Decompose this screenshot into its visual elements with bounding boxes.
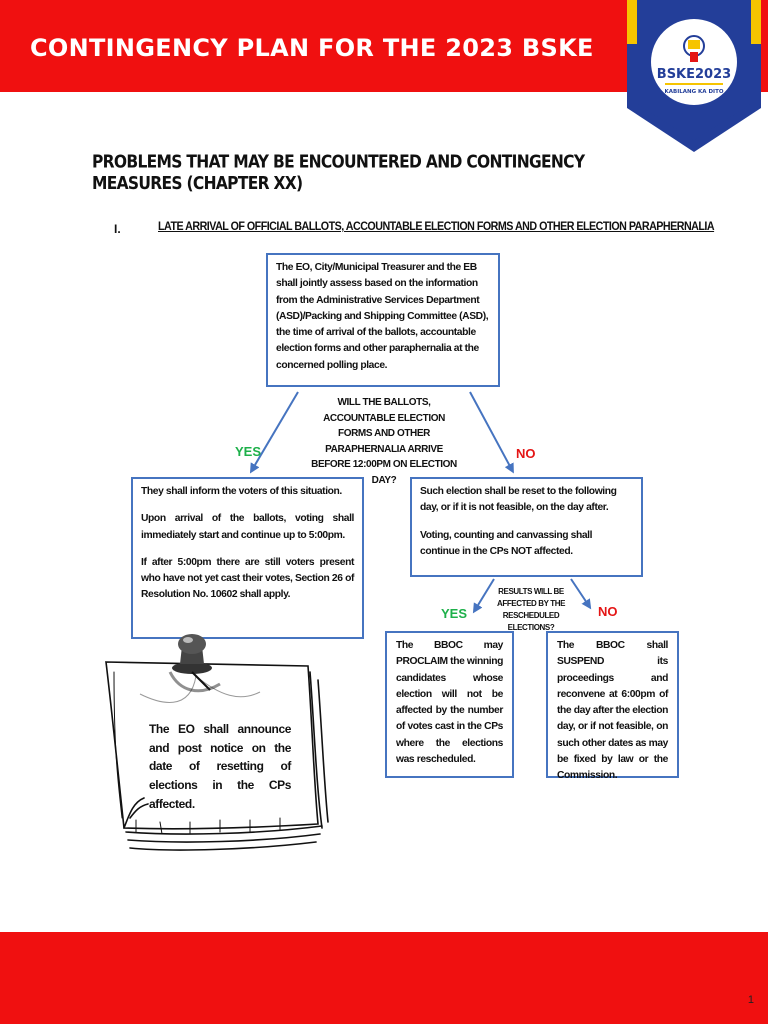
question-arrival: WILL THE BALLOTS, ACCOUNTABLE ELECTION F… xyxy=(311,397,457,486)
badge-tagline: KABILANG KA DITO xyxy=(664,89,723,95)
footer-band xyxy=(0,932,768,1024)
section-title: PROBLEMS THAT MAY BE ENCOUNTERED AND CON… xyxy=(92,152,585,194)
badge-text: BSKE2023 xyxy=(657,67,731,82)
page-number: 1 xyxy=(747,994,754,1006)
bske-badge-logo: BSKE2023 KABILANG KA DITO xyxy=(627,0,761,152)
assessment-box: The EO, City/Municipal Treasurer and the… xyxy=(266,253,500,387)
item-number: I. xyxy=(114,222,121,236)
no-outcome-box: Such election shall be reset to the foll… xyxy=(410,477,643,577)
no-label: NO xyxy=(516,446,536,461)
item-title: LATE ARRIVAL OF OFFICIAL BALLOTS, ACCOUN… xyxy=(158,221,715,233)
header-title: CONTINGENCY PLAN FOR THE 2023 BSKE xyxy=(30,34,594,62)
no2-label: NO xyxy=(598,604,618,619)
suspend-box: The BBOC shall SUSPEND its proceedings a… xyxy=(546,631,679,781)
pinned-note-illustration xyxy=(105,634,329,851)
arrow-top-to-no xyxy=(469,391,514,474)
question-results: RESULTS WILL BE AFFECTED BY THE RESCHEDU… xyxy=(496,587,566,632)
proclaim-box: The BBOC may PROCLAIM the winning candid… xyxy=(385,631,514,778)
yes-outcome-box: They shall inform the voters of this sit… xyxy=(131,477,364,639)
note-text: The EO shall announce and post notice on… xyxy=(149,722,291,811)
yes2-label: YES xyxy=(441,606,468,621)
yes-label: YES xyxy=(235,444,262,459)
